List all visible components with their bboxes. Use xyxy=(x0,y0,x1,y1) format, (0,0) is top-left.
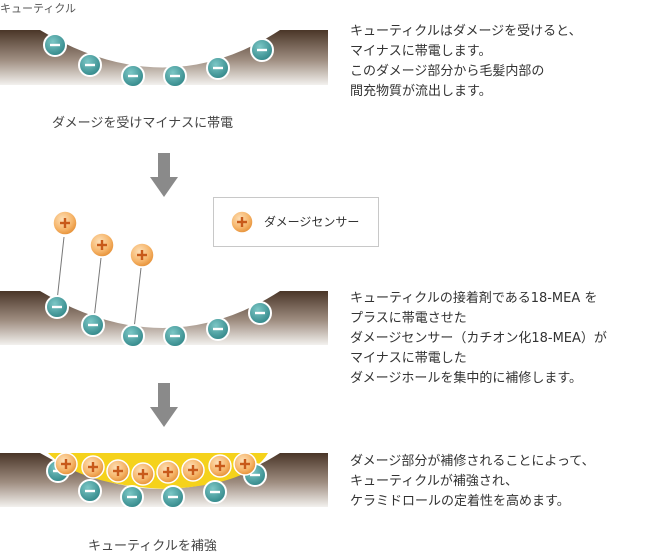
positive-ion xyxy=(233,452,257,476)
description-line: ダメージセンサー（カチオン化18-MEA）が xyxy=(350,331,607,346)
description-line: このダメージ部分から毛髪内部の xyxy=(350,64,545,79)
attraction-arrow xyxy=(54,236,65,304)
repaired-cuticle-illustration xyxy=(0,452,328,509)
description-line: キューティクルはダメージを受けると、 xyxy=(350,24,582,39)
negative-ion xyxy=(81,313,105,337)
positive-ion xyxy=(156,460,180,484)
negative-ion xyxy=(161,485,185,509)
negative-ion xyxy=(163,64,187,88)
negative-ion xyxy=(78,53,102,77)
attraction-arrow xyxy=(91,257,102,322)
legend-box: ダメージセンサー xyxy=(213,197,379,247)
panel2-description: キューティクルの接着剤である18-MEA を プラスに帯電させた ダメージセンサ… xyxy=(350,289,607,389)
description-line: マイナスに帯電します。 xyxy=(350,44,492,59)
positive-ion xyxy=(181,458,205,482)
positive-ion xyxy=(131,462,155,486)
description-line: マイナスに帯電した xyxy=(350,351,467,366)
panel3-caption: キューティクルを補強 xyxy=(88,539,217,554)
description-line: ケラミドロールの定着性を高めます。 xyxy=(350,494,570,509)
negative-ion xyxy=(206,56,230,80)
legend-label: ダメージセンサー xyxy=(264,215,360,229)
positive-ion-icon xyxy=(230,210,254,234)
description-line: プラスに帯電させた xyxy=(350,311,467,326)
down-arrow-icon xyxy=(150,153,178,197)
negative-ion xyxy=(121,324,145,348)
negative-ion xyxy=(45,295,69,319)
description-line: 間充物質が流出します。 xyxy=(350,84,492,99)
positive-ion xyxy=(106,459,130,483)
description-line: ダメージホールを集中的に補修します。 xyxy=(350,371,583,386)
negative-ion xyxy=(78,479,102,503)
sensor-binding-illustration xyxy=(0,210,328,348)
negative-ion xyxy=(250,38,274,62)
down-arrow-icon xyxy=(150,383,178,427)
description-line: ダメージ部分が補修されることによって、 xyxy=(350,454,595,469)
panel1-description: キューティクルはダメージを受けると、 マイナスに帯電します。 このダメージ部分か… xyxy=(350,22,582,102)
negative-ion xyxy=(43,33,67,57)
positive-ion xyxy=(129,242,155,268)
panel1-caption: ダメージを受けマイナスに帯電 xyxy=(52,116,234,131)
positive-ion xyxy=(81,455,105,479)
description-line: キューティクルが補強され、 xyxy=(350,474,518,489)
negative-ion xyxy=(206,317,230,341)
negative-ion xyxy=(203,480,227,504)
positive-ion xyxy=(89,232,115,258)
damaged-cuticle-illustration xyxy=(0,30,328,88)
corner-label: キューティクル xyxy=(0,2,77,15)
positive-ion xyxy=(52,210,78,236)
positive-ion-group xyxy=(54,452,257,486)
panel3-description: ダメージ部分が補修されることによって、 キューティクルが補強され、 ケラミドロー… xyxy=(350,452,595,512)
hair-surface xyxy=(0,291,328,345)
negative-ion xyxy=(163,324,187,348)
negative-ion xyxy=(120,485,144,509)
negative-ion xyxy=(121,64,145,88)
negative-ion xyxy=(248,301,272,325)
negative-ion-group xyxy=(43,33,274,88)
positive-ion xyxy=(54,452,78,476)
attraction-arrow xyxy=(131,267,142,332)
description-line: キューティクルの接着剤である18-MEA を xyxy=(350,291,598,306)
positive-ion xyxy=(208,454,232,478)
